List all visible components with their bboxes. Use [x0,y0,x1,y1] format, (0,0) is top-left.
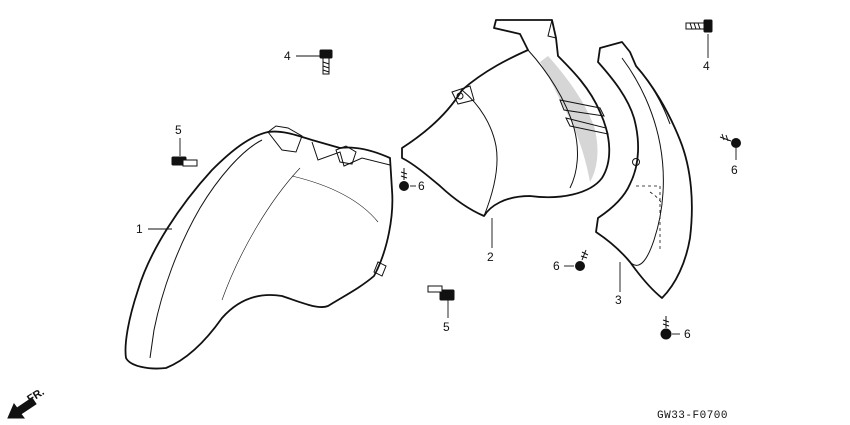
callout-2: 2 [487,250,494,264]
bolt-4-top [319,49,333,75]
screw-6-right [719,133,741,148]
callout-6-right: 6 [731,163,738,177]
callout-5-bottom: 5 [443,320,450,334]
front-fender [124,125,394,370]
bolt-5-left [171,156,198,167]
screw-6-lower [575,249,589,271]
bolt-5-bottom [427,285,455,301]
drawing-code: GW33-F0700 [657,410,728,422]
bolt-4-right [685,19,713,33]
front-direction-indicator: FR. [7,386,47,419]
callout-6-mid: 6 [418,179,425,193]
inner-fender-b [595,41,693,299]
screw-6-mid [399,168,409,191]
callout-6-bottom: 6 [684,327,691,341]
callout-4-right: 4 [703,59,710,73]
callout-1: 1 [136,222,143,236]
callout-4-top: 4 [284,49,291,63]
leader-lines [148,34,737,335]
callout-3: 3 [615,293,622,307]
front-arrow-icon [7,397,37,419]
callout-5-left: 5 [175,123,182,137]
inner-fender-a [401,19,611,217]
callout-6-lower: 6 [553,259,560,273]
screw-6-bottom [660,316,672,340]
